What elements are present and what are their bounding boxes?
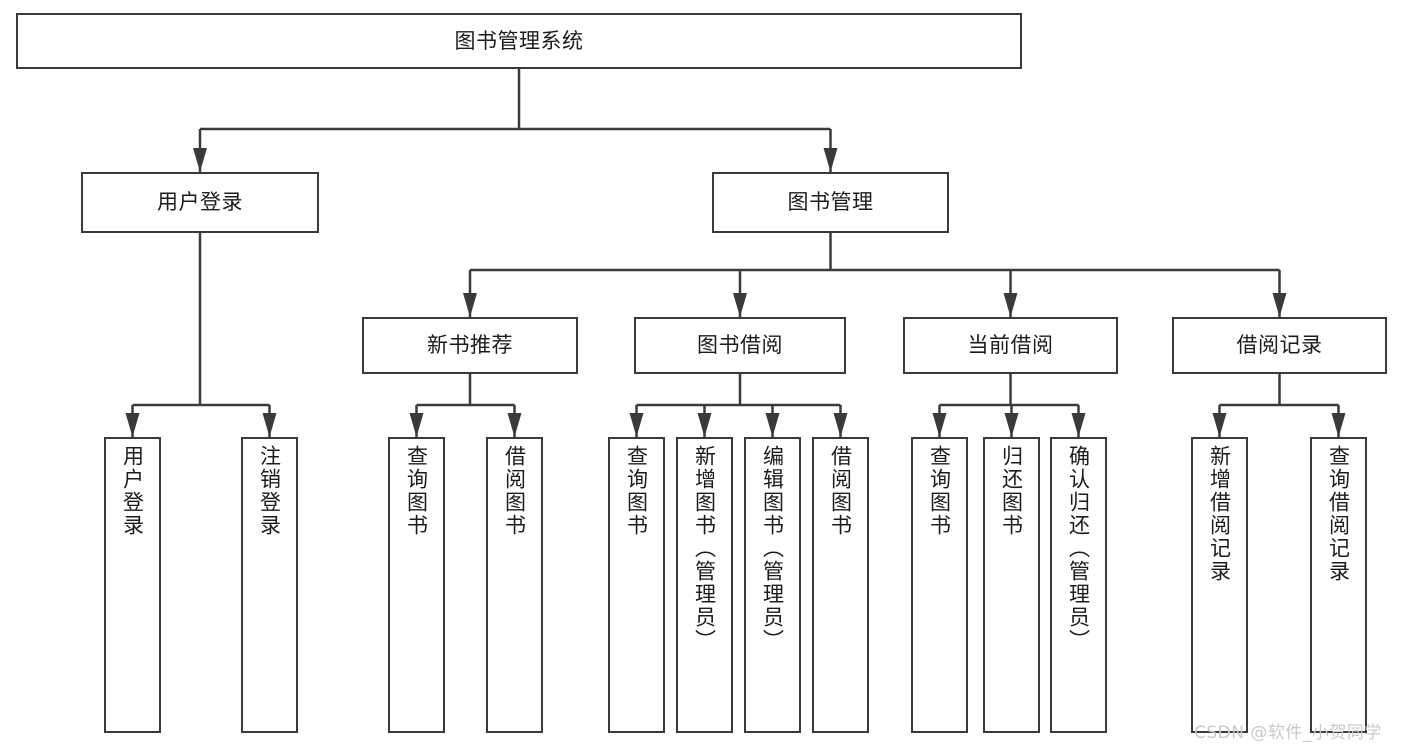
node-label: 借阅图书	[502, 445, 527, 537]
arrow-head	[1003, 293, 1018, 317]
node-leaf-borrow-1[interactable]: 借阅图书	[486, 437, 543, 733]
arrow-head	[262, 413, 277, 437]
node-label: 用户登录	[157, 190, 243, 215]
node-current-borrow[interactable]: 当前借阅	[903, 317, 1118, 374]
arrow-head	[193, 148, 207, 172]
node-label: 图书管理	[787, 190, 874, 215]
arrow-head	[1212, 413, 1227, 437]
arrow-head	[507, 413, 522, 437]
node-label: 用户登录	[120, 445, 145, 537]
node-leaf-logout[interactable]: 注销登录	[241, 437, 298, 733]
node-label: 注销登录	[257, 445, 282, 537]
node-root[interactable]: 图书管理系统	[16, 13, 1022, 69]
node-leaf-confirm[interactable]: 确认归还（管理员）	[1050, 437, 1107, 733]
node-leaf-add-rec[interactable]: 新增借阅记录	[1191, 437, 1248, 733]
arrow-head	[463, 293, 477, 317]
node-leaf-borrow-2[interactable]: 借阅图书	[812, 437, 869, 733]
node-label: 新书推荐	[427, 333, 513, 358]
arrow-head	[1331, 413, 1346, 437]
node-label: 借阅图书	[828, 445, 853, 537]
arrow-head	[697, 413, 712, 437]
node-leaf-query-2[interactable]: 查询图书	[608, 437, 665, 733]
node-label: 图书管理系统	[454, 28, 584, 53]
edge-group	[125, 69, 1346, 437]
arrow-head	[823, 148, 838, 172]
node-label: 编辑图书（管理员）	[760, 445, 785, 652]
arrow-head	[733, 293, 747, 317]
node-label: 新增图书（管理员）	[692, 445, 717, 652]
arrow-head	[1004, 413, 1019, 437]
arrow-head	[409, 413, 424, 437]
node-label: 借阅记录	[1236, 333, 1323, 358]
node-label: 查询图书	[404, 445, 429, 537]
node-book-borrow[interactable]: 图书借阅	[634, 317, 846, 374]
arrow-head	[765, 413, 780, 437]
node-leaf-query-3[interactable]: 查询图书	[911, 437, 968, 733]
arrow-head	[629, 413, 644, 437]
node-leaf-add-book[interactable]: 新增图书（管理员）	[676, 437, 733, 733]
node-leaf-return[interactable]: 归还图书	[983, 437, 1040, 733]
arrow-head	[932, 413, 947, 437]
node-label: 查询借阅记录	[1326, 445, 1351, 583]
node-leaf-edit-book[interactable]: 编辑图书（管理员）	[744, 437, 801, 733]
csdn-watermark: CSDN @软件_小贺同学	[1194, 723, 1382, 743]
node-label: 当前借阅	[967, 333, 1054, 358]
node-book-manage[interactable]: 图书管理	[712, 172, 949, 233]
node-leaf-query-1[interactable]: 查询图书	[388, 437, 445, 733]
node-user-login[interactable]: 用户登录	[81, 172, 319, 233]
arrow-head	[833, 413, 848, 437]
arrow-head	[1071, 413, 1086, 437]
node-label: 确认归还（管理员）	[1066, 445, 1091, 652]
node-leaf-user-login[interactable]: 用户登录	[104, 437, 161, 733]
node-label: 图书借阅	[697, 333, 783, 358]
node-label: 新增借阅记录	[1207, 445, 1232, 583]
arrow-head	[1272, 293, 1287, 317]
node-label: 查询图书	[927, 445, 952, 537]
node-leaf-query-rec[interactable]: 查询借阅记录	[1310, 437, 1367, 733]
node-label: 查询图书	[624, 445, 649, 537]
node-label: 归还图书	[999, 445, 1024, 537]
arrow-head	[125, 413, 140, 437]
node-new-book-rec[interactable]: 新书推荐	[362, 317, 578, 374]
node-borrow-record[interactable]: 借阅记录	[1172, 317, 1387, 374]
